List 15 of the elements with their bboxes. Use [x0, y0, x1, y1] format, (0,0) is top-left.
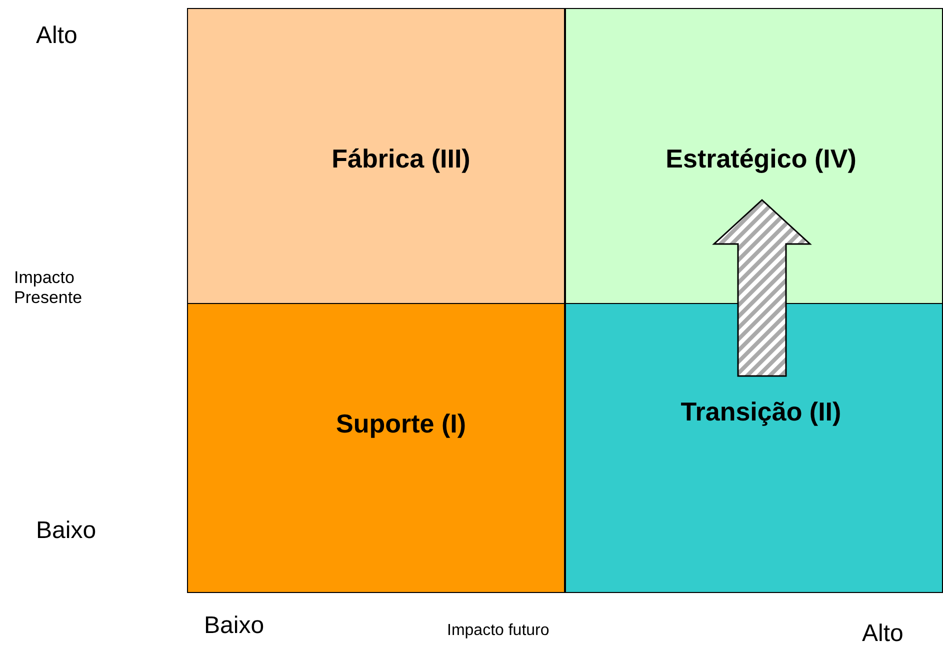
axis-level-label: Baixo	[36, 517, 96, 545]
axis-title: Impacto Presente	[14, 268, 84, 308]
quadrant-box	[565, 303, 943, 593]
quadrant-label: Estratégico (IV)	[666, 144, 856, 174]
quadrant-label: Suporte (I)	[336, 408, 466, 440]
axis-level-label: Alto	[36, 22, 78, 50]
axis-level-label: Alto	[862, 620, 904, 648]
axis-level-label: Baixo	[204, 612, 264, 640]
quadrant-box	[565, 8, 943, 304]
axis-title: Impacto futuro	[447, 622, 550, 640]
quadrant-label: Transição (II)	[680, 396, 842, 428]
quadrant-box	[187, 8, 565, 304]
quadrant-box	[187, 303, 565, 593]
block-arrow	[712, 198, 812, 377]
quadrant-label: Fábrica (III)	[332, 144, 470, 174]
